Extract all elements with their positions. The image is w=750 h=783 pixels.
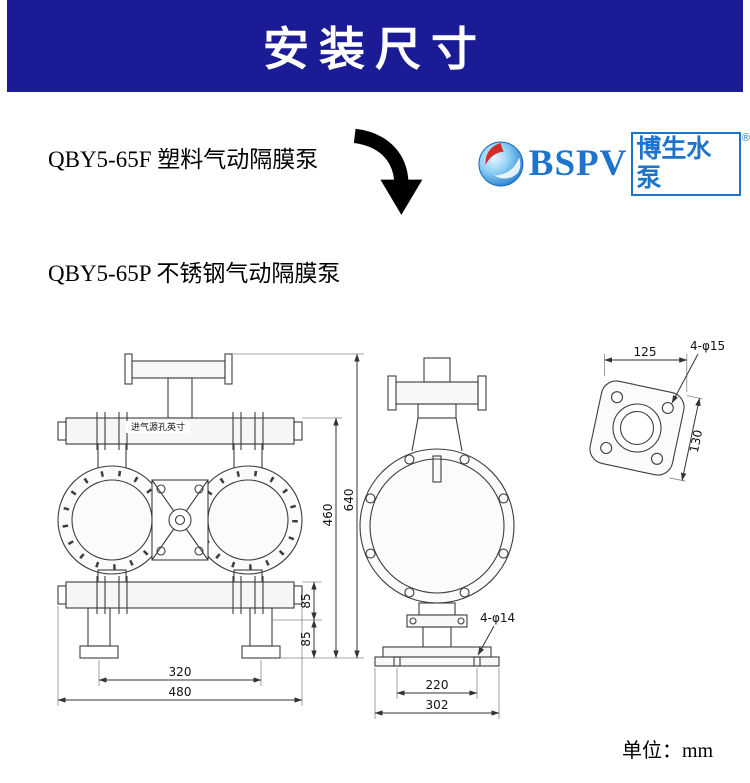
front-view-dimensions: 320 480 85 85 460 640 [57, 353, 364, 706]
flange-dimensions: 125 4-φ15 130 [604, 339, 725, 482]
curved-arrow-icon [353, 128, 423, 215]
flange-top-view [589, 380, 685, 476]
unit-label: 单位：mm [622, 740, 714, 762]
dim-front-feet-span: 320 [169, 665, 192, 679]
dim-front-body-height: 460 [321, 504, 335, 527]
dim-front-overall-height: 640 [342, 489, 356, 512]
dim-front-lower-a: 85 [299, 593, 313, 608]
label-flange-bolt-holes: 4-φ15 [690, 339, 725, 353]
dim-side-base-inner: 220 [426, 678, 449, 692]
side-view [359, 357, 515, 667]
bspv-logo-icon [478, 141, 524, 187]
registered-mark-icon: ® [741, 132, 750, 144]
inlet-note-label: 进气源孔英寸 [131, 421, 185, 433]
logo-brand-text: BSPV [528, 143, 628, 185]
product-title-steel: QBY5-65P 不锈钢气动隔膜泵 [48, 261, 341, 286]
page-title: 安装尺寸 [263, 23, 487, 75]
dim-front-overall-width: 480 [169, 685, 192, 699]
front-view [57, 353, 303, 659]
note-backing [126, 421, 190, 433]
dim-flange-side: 130 [687, 429, 705, 454]
dim-side-base-width: 302 [426, 698, 449, 712]
brand-logo: BSPV 博生水泵 ® [477, 132, 750, 196]
label-base-holes: 4-φ14 [480, 611, 515, 625]
logo-name-text: 博生水泵 [631, 132, 741, 196]
dim-front-lower-b: 85 [299, 631, 313, 646]
product-title-plastic: QBY5-65F 塑料气动隔膜泵 [48, 147, 319, 172]
title-banner: 安装尺寸 [7, 0, 743, 92]
dim-flange-width: 125 [634, 345, 657, 359]
technical-drawing: 进气源孔英寸 320 480 85 85 460 640 [57, 339, 725, 719]
side-view-dimensions: 4-φ14 220 302 [374, 611, 515, 719]
